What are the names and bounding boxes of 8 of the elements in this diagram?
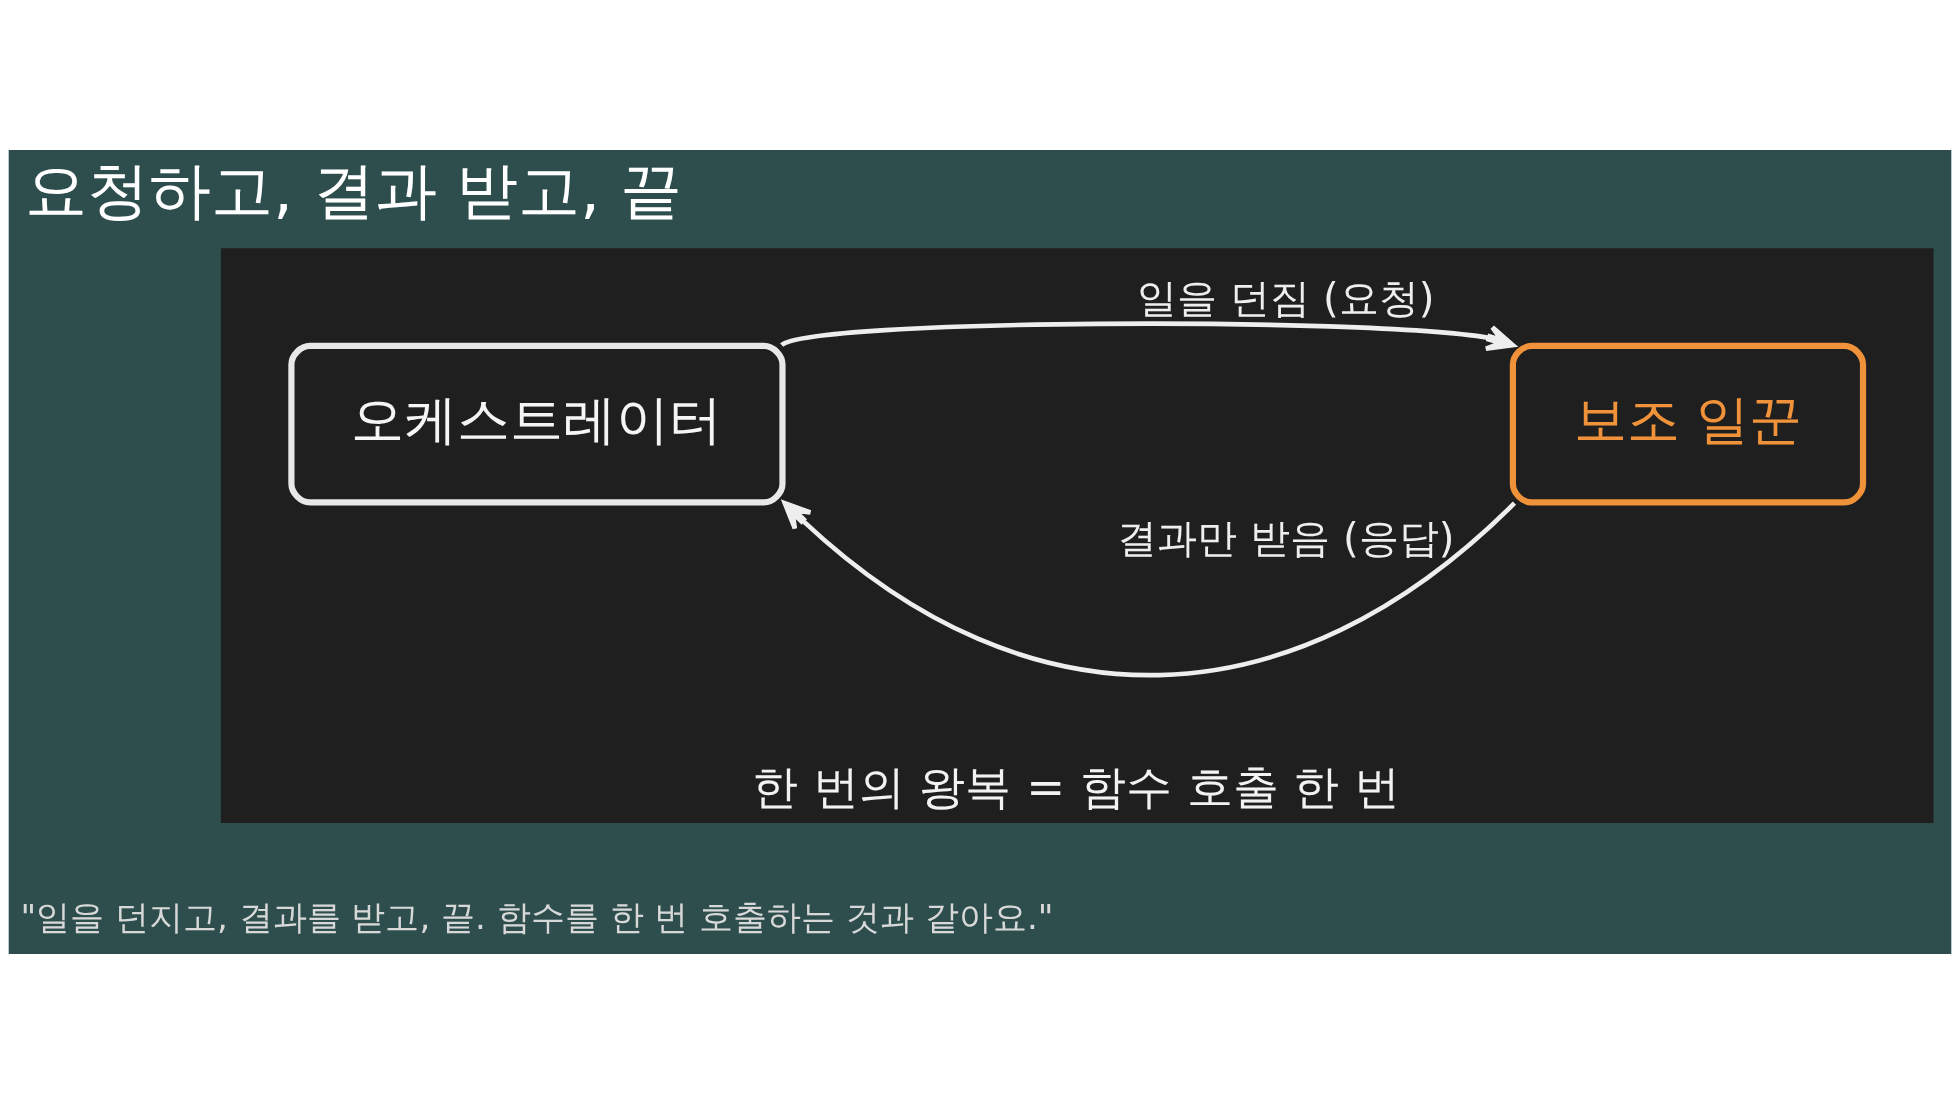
caption: "일을 던지고, 결과를 받고, 끝. 함수를 한 번 호출하는 것과 같아요.": [20, 896, 1054, 937]
edge-label: 결과만 받음 (응답): [1117, 515, 1455, 562]
diagram-title: 요청하고, 결과 받고, 끝: [25, 153, 682, 227]
node-box: 오케스트레이터: [288, 342, 786, 506]
arrow: [782, 500, 1516, 678]
node-box: 보조 일꾼: [1509, 342, 1867, 506]
edge-label: 일을 던짐 (요청): [1137, 275, 1435, 322]
arrow: [780, 321, 1516, 351]
